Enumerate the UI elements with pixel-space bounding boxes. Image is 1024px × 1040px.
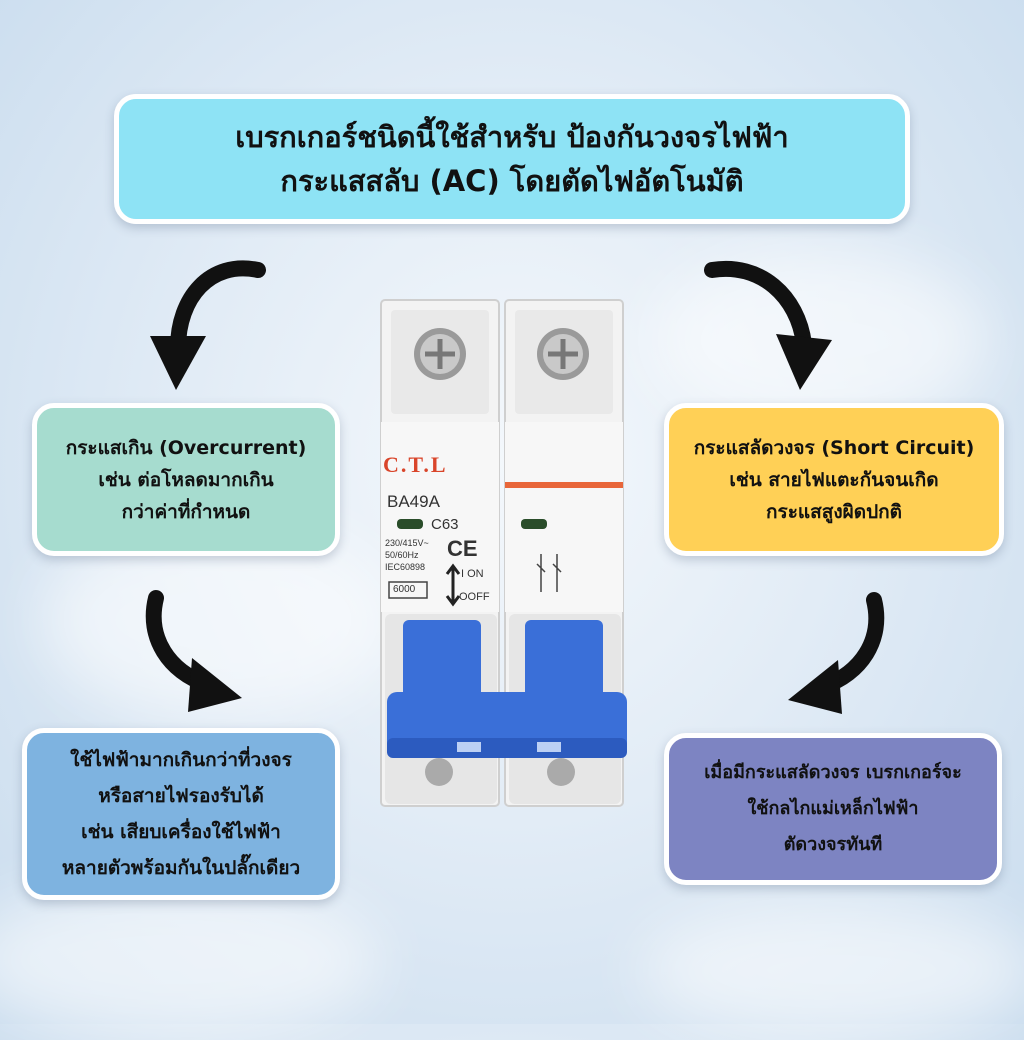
overcurrent-line-2: กว่าค่าที่กำหนด <box>121 500 251 523</box>
overload-line-4: หลายตัวพร้อมกันในปลั๊กเดียว <box>61 857 301 879</box>
overload-line-3: เช่น เสียบเครื่องใช้ไฟฟ้า <box>81 821 281 843</box>
standard-label: IEC60898 <box>385 562 426 572</box>
toggle-handle <box>387 692 627 758</box>
rating-label: C63 <box>431 516 459 533</box>
ce-mark: CE <box>447 536 478 561</box>
curved-arrow-icon <box>145 590 242 712</box>
frequency-label: 50/60Hz <box>385 550 419 560</box>
short-circuit-title: กระแสลัดวงจร (Short Circuit) <box>693 436 975 459</box>
short-circuit-line-1: เช่น สายไฟแตะกันจนเกิด <box>729 468 939 491</box>
short-circuit-action-line-3: ตัดวงจรทันที <box>783 834 883 855</box>
curved-arrow-icon <box>704 260 832 390</box>
short-circuit-line-2: กระแสสูงผิดปกติ <box>765 500 902 523</box>
headline-line-2: กระแสสลับ (AC) โดยตัดไฟอัตโนมัติ <box>280 164 744 198</box>
overcurrent-box: กระแสเกิน (Overcurrent) เช่น ต่อโหลดมากเ… <box>32 403 340 556</box>
off-label: OOFF <box>459 591 490 603</box>
overload-action-box: ใช้ไฟฟ้ามากเกินกว่าที่วงจร หรือสายไฟรองร… <box>22 728 340 900</box>
model-label: BA49A <box>387 492 440 511</box>
overload-line-1: ใช้ไฟฟ้ามากเกินกว่าที่วงจร <box>70 749 292 771</box>
overcurrent-line-1: เช่น ต่อโหลดมากเกิน <box>98 468 274 491</box>
background-cloud <box>0 880 380 1040</box>
on-label: I ON <box>461 568 484 580</box>
short-circuit-action-box: เมื่อมีกระแสลัดวงจร เบรกเกอร์จะ ใช้กลไกแ… <box>664 733 1002 885</box>
voltage-label: 230/415V~ <box>385 538 429 548</box>
curved-arrow-icon <box>150 260 266 390</box>
brand-logo: C.T.L <box>383 452 448 477</box>
curved-arrow-icon <box>788 592 885 714</box>
background-cloud <box>640 900 1024 1040</box>
overload-line-2: หรือสายไฟรองรับได้ <box>98 785 264 807</box>
capacity-label: 6000 <box>393 584 416 595</box>
overcurrent-title: กระแสเกิน (Overcurrent) <box>65 436 307 459</box>
short-circuit-action-line-1: เมื่อมีกระแสลัดวงจร เบรกเกอร์จะ <box>704 762 962 783</box>
headline-box: เบรกเกอร์ชนิดนี้ใช้สำหรับ ป้องกันวงจรไฟฟ… <box>114 94 910 224</box>
short-circuit-action-line-2: ใช้กลไกแม่เหล็กไฟฟ้า <box>747 798 919 819</box>
circuit-breaker-image: C.T.L BA49A C63 230/415V~ 50/60Hz IEC608… <box>375 292 637 812</box>
headline-line-1: เบรกเกอร์ชนิดนี้ใช้สำหรับ ป้องกันวงจรไฟฟ… <box>235 120 789 154</box>
short-circuit-box: กระแสลัดวงจร (Short Circuit) เช่น สายไฟแ… <box>664 403 1004 556</box>
